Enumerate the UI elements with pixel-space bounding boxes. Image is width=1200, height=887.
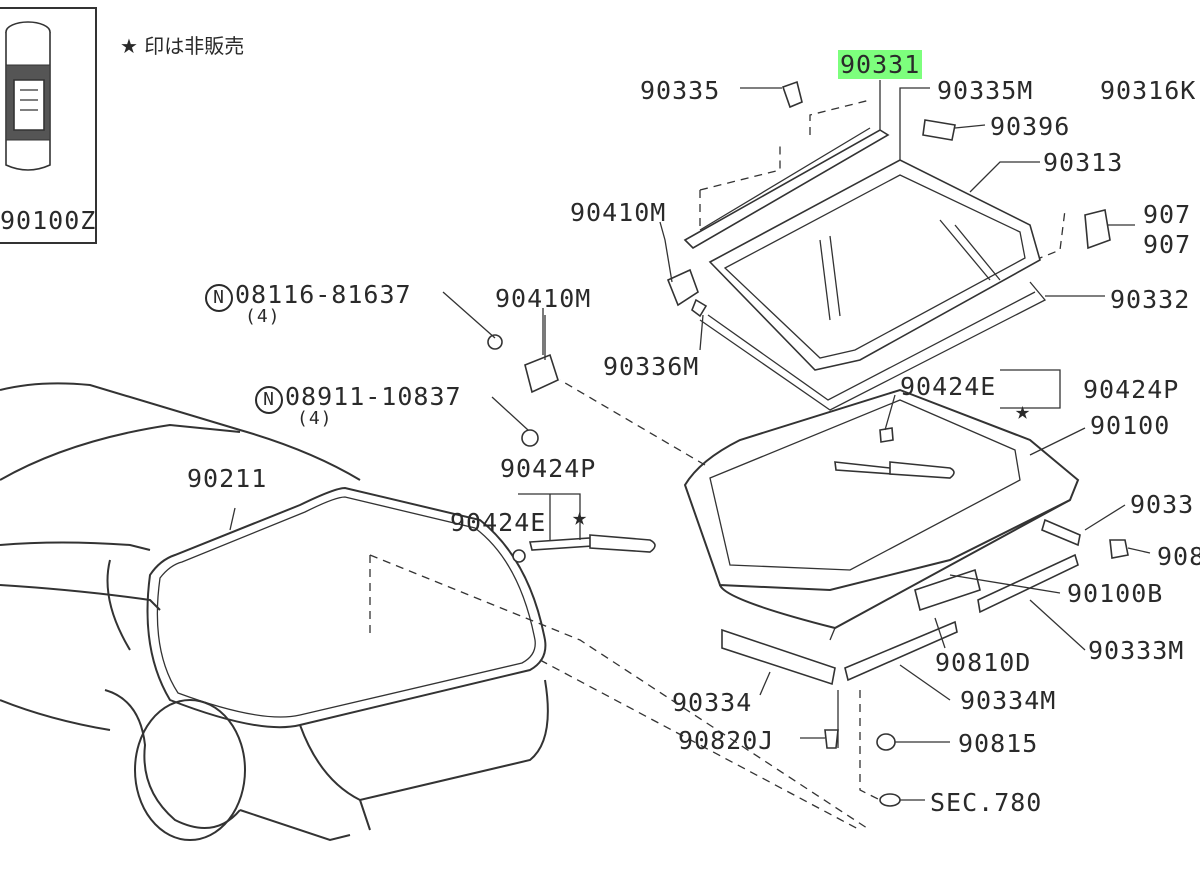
back-glass bbox=[708, 159, 1041, 371]
label-90100Z: 90100Z bbox=[0, 206, 97, 235]
label-90334: 90334 bbox=[672, 688, 753, 717]
label-90424P-left: 90424P bbox=[500, 454, 597, 483]
label-90410M-lower: 90410M bbox=[495, 284, 592, 313]
label-90424P-right: 90424P bbox=[1083, 375, 1180, 404]
top-moulding bbox=[683, 127, 890, 250]
label-90410M-upper: 90410M bbox=[570, 198, 667, 227]
label-90331: 90331 bbox=[838, 50, 923, 79]
spray-can-icon bbox=[5, 21, 51, 171]
glass-weatherstrip bbox=[699, 281, 1047, 411]
label-9033: 9033 bbox=[1130, 490, 1195, 519]
label-907-a: 907 bbox=[1143, 200, 1192, 229]
circled-n-icon: N bbox=[205, 284, 233, 312]
label-90336M: 90336M bbox=[603, 352, 700, 381]
hatch-panel bbox=[683, 388, 1080, 641]
label-90211: 90211 bbox=[187, 464, 268, 493]
label-90810D: 90810D bbox=[935, 648, 1032, 677]
label-908: 908 bbox=[1157, 542, 1200, 571]
circled-n-icon-2: N bbox=[255, 386, 283, 414]
label-90424E-right: 90424E bbox=[900, 372, 997, 401]
side-mouldings bbox=[721, 209, 1129, 686]
label-90424E-left: 90424E bbox=[450, 508, 547, 537]
label-907-b: 907 bbox=[1143, 230, 1192, 259]
label-90820J: 90820J bbox=[678, 726, 775, 755]
label-90335: 90335 bbox=[640, 76, 721, 105]
label-90396: 90396 bbox=[990, 112, 1071, 141]
hinge-lower bbox=[487, 315, 559, 447]
star-mark-left: ★ bbox=[572, 502, 589, 531]
gas-strut bbox=[512, 427, 894, 563]
leader-dashes bbox=[369, 99, 1066, 831]
hinge-upper bbox=[666, 268, 708, 318]
label-08116-qty: (4) bbox=[245, 306, 281, 327]
label-90316K: 90316K bbox=[1100, 76, 1197, 105]
label-90100: 90100 bbox=[1090, 411, 1171, 440]
label-90332: 90332 bbox=[1110, 285, 1191, 314]
label-90313: 90313 bbox=[1043, 148, 1124, 177]
star-mark-right: ★ bbox=[1015, 396, 1032, 425]
leader-lines bbox=[229, 80, 1151, 801]
label-90815: 90815 bbox=[958, 729, 1039, 758]
non-sale-note: ★ 印は非販売 bbox=[120, 34, 245, 58]
label-90333M: 90333M bbox=[1088, 636, 1185, 665]
label-08116-text: 08116-81637 bbox=[235, 280, 412, 309]
label-90334M: 90334M bbox=[960, 686, 1057, 715]
label-sec-780: SEC.780 bbox=[930, 788, 1043, 817]
label-90335M: 90335M bbox=[937, 76, 1034, 105]
inset-box bbox=[0, 7, 97, 244]
label-08911-text: 08911-10837 bbox=[285, 382, 462, 411]
label-90100B: 90100B bbox=[1067, 579, 1164, 608]
label-08911-qty: (4) bbox=[297, 408, 333, 429]
label-90331-text: 90331 bbox=[838, 50, 923, 79]
car-body bbox=[0, 382, 549, 842]
